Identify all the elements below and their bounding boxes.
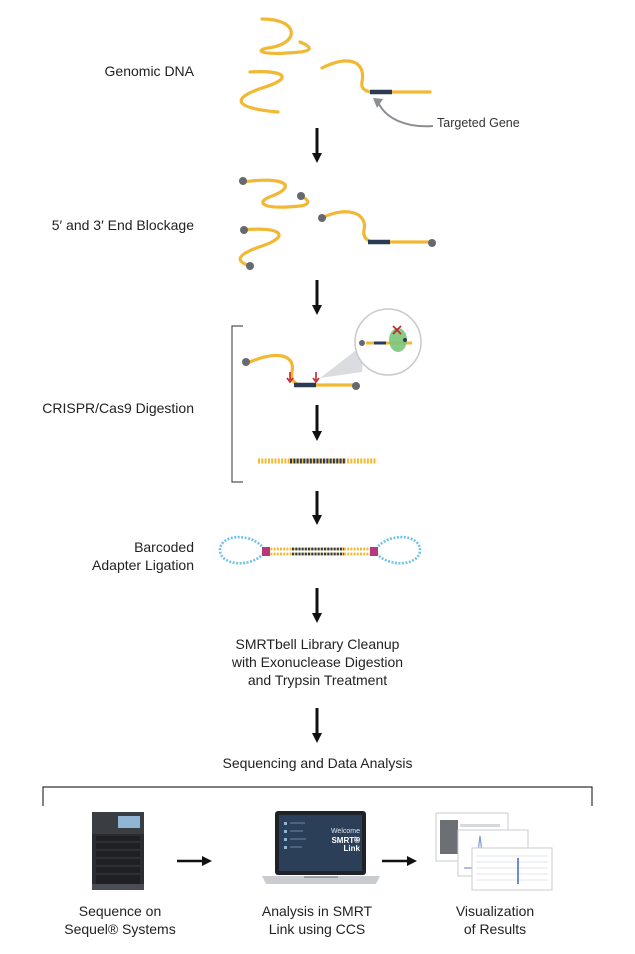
laptop-icon bbox=[262, 811, 380, 884]
analysis-label-line2: Link using CCS bbox=[268, 921, 366, 937]
step-cleanup-label-line2: with Exonuclease Digestion bbox=[231, 654, 404, 670]
visualization-screens-icon bbox=[435, 812, 553, 891]
step-cleanup-label-line3: and Trypsin Treatment bbox=[247, 672, 388, 688]
crispr-bracket bbox=[231, 325, 243, 483]
zoom-cone bbox=[320, 344, 364, 378]
analysis-label-line1: Analysis in SMRT bbox=[261, 903, 373, 919]
step-sequencing-label: Sequencing and Data Analysis bbox=[222, 755, 413, 771]
targeted-gene-label: Targeted Gene bbox=[437, 116, 520, 130]
blocked-dna-strands bbox=[238, 178, 434, 268]
analysis-bracket bbox=[42, 786, 593, 806]
step-barcoded-label-line2: Adapter Ligation bbox=[92, 557, 194, 573]
barcode-left bbox=[262, 547, 270, 556]
cut-site-markers bbox=[286, 372, 320, 384]
sequel-instrument-icon bbox=[92, 812, 144, 890]
sequel-label-line2: Sequel® Systems bbox=[64, 921, 176, 937]
barcode-right bbox=[370, 547, 378, 556]
step-end-blockage-label: 5′ and 3′ End Blockage bbox=[51, 217, 194, 233]
laptop-welcome-text: Welcome to bbox=[330, 828, 360, 843]
viz-label-line2: of Results bbox=[463, 921, 527, 937]
step-crispr-label: CRISPR/Cas9 Digestion bbox=[42, 400, 194, 416]
target-pointer-arrowhead bbox=[373, 98, 383, 108]
crispr-cap-left bbox=[242, 358, 250, 366]
target-pointer-arrow bbox=[377, 101, 434, 128]
crispr-cap-right bbox=[352, 382, 360, 390]
laptop-brand-text: SMRT® Link bbox=[331, 836, 360, 853]
sequel-label-line1: Sequence on bbox=[78, 903, 162, 919]
viz-label-line1: Visualization bbox=[455, 903, 535, 919]
end-caps bbox=[239, 177, 436, 270]
smrtbell-molecule bbox=[218, 535, 422, 565]
genomic-dna-strands bbox=[239, 17, 432, 114]
step-genomic-dna-label: Genomic DNA bbox=[104, 63, 194, 79]
step-cleanup-label-line1: SMRTbell Library Cleanup bbox=[235, 636, 400, 652]
zoom-content bbox=[359, 325, 412, 352]
step-barcoded-label-line1: Barcoded bbox=[134, 539, 194, 555]
